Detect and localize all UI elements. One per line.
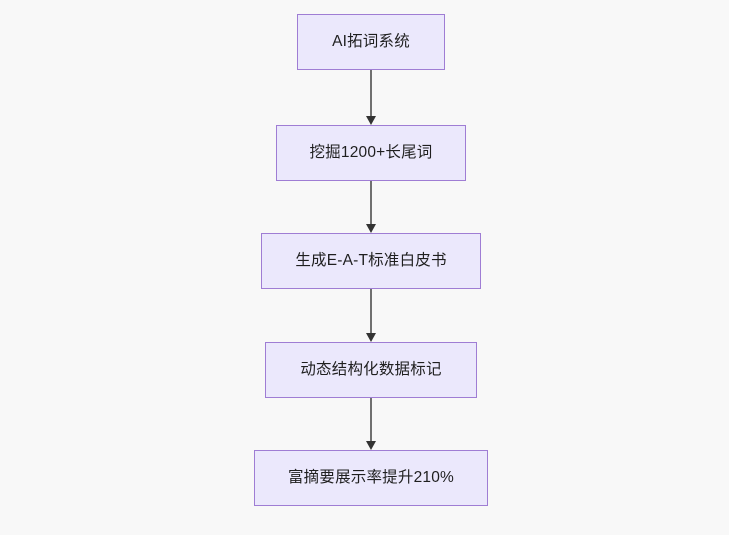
- arrowhead-icon: [366, 116, 376, 125]
- flow-node-label: 挖掘1200+长尾词: [309, 144, 433, 162]
- flow-edge-n3-to-n4: [366, 289, 376, 342]
- flow-edge-n1-to-n2: [366, 70, 376, 125]
- flow-edge-n4-to-n5: [366, 398, 376, 450]
- flow-node-n2[interactable]: 挖掘1200+长尾词: [276, 125, 466, 181]
- flow-edge-n2-to-n3: [366, 181, 376, 233]
- edge-line: [370, 70, 372, 117]
- arrowhead-icon: [366, 333, 376, 342]
- flow-node-label: 生成E-A-T标准白皮书: [295, 252, 447, 270]
- flow-node-n3[interactable]: 生成E-A-T标准白皮书: [261, 233, 481, 289]
- flow-node-label: AI拓词系统: [332, 33, 410, 51]
- arrowhead-icon: [366, 441, 376, 450]
- flow-node-label: 动态结构化数据标记: [300, 361, 442, 379]
- flow-node-n1[interactable]: AI拓词系统: [297, 14, 445, 70]
- arrowhead-icon: [366, 224, 376, 233]
- flow-node-n4[interactable]: 动态结构化数据标记: [265, 342, 477, 398]
- edge-line: [370, 181, 372, 225]
- flow-node-label: 富摘要展示率提升210%: [287, 469, 455, 487]
- edge-line: [370, 289, 372, 334]
- flow-node-n5[interactable]: 富摘要展示率提升210%: [254, 450, 488, 506]
- edge-line: [370, 398, 372, 442]
